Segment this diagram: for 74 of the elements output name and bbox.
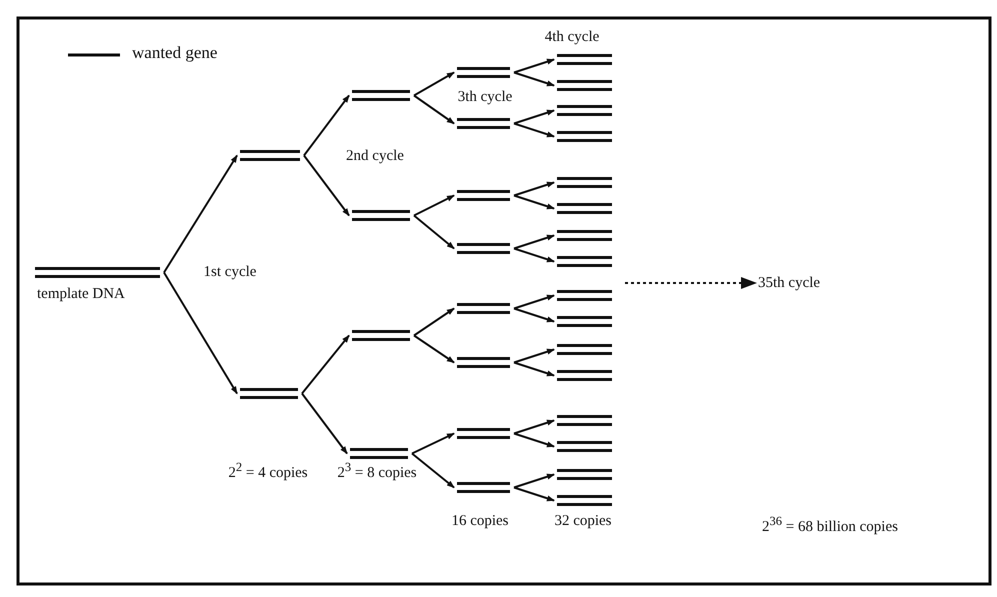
- dna-double-strand: [457, 303, 510, 314]
- arrow: [514, 474, 555, 488]
- arrow: [301, 334, 350, 394]
- cycle-label: 2nd cycle: [345, 147, 405, 166]
- dna-double-strand: [350, 448, 408, 459]
- cycle-label: 1st cycle: [202, 263, 258, 282]
- dna-double-strand: [557, 105, 612, 116]
- arrow: [514, 194, 555, 210]
- dashed-arrow: [625, 277, 757, 289]
- copies-label: 2$^{3}$ = 8 copies: [337, 459, 417, 483]
- arrow: [514, 110, 555, 124]
- arrow: [514, 294, 555, 310]
- legend-text: wanted gene: [132, 44, 218, 62]
- dna-double-strand: [557, 54, 612, 65]
- arrow: [413, 214, 455, 250]
- dna-double-strand: [457, 357, 510, 368]
- arrow: [303, 154, 350, 216]
- dna-double-strand: [457, 190, 510, 201]
- dna-double-strand: [352, 90, 410, 101]
- arrow: [514, 432, 555, 448]
- node-caption: template DNA: [37, 285, 125, 303]
- dna-double-strand: [557, 415, 612, 426]
- arrow: [414, 72, 455, 96]
- arrow: [411, 452, 455, 488]
- arrow: [514, 420, 555, 434]
- dna-double-strand: [557, 495, 612, 506]
- arrow: [514, 308, 555, 322]
- arrow: [514, 348, 555, 364]
- cycle-label: 4th cycle: [544, 28, 600, 47]
- dna-double-strand: [457, 428, 510, 439]
- copies-label: 2$^{2}$ = 4 copies: [228, 459, 308, 483]
- dna-double-strand: [557, 441, 612, 452]
- dna-double-strand: [240, 388, 298, 399]
- dna-double-strand: [557, 344, 612, 355]
- dna-double-strand: [557, 256, 612, 267]
- dna-double-strand: [557, 80, 612, 91]
- dna-double-strand: [35, 267, 160, 278]
- arrow: [514, 182, 555, 196]
- copies-label: 2$^{36}$ = 68 billion copies: [761, 513, 899, 537]
- copies-label: 32 copies: [553, 512, 613, 531]
- arrow: [303, 94, 350, 156]
- arrow: [514, 122, 555, 138]
- dna-double-strand: [557, 316, 612, 327]
- cycle-label: 35th cycle: [758, 274, 868, 292]
- dna-double-strand: [557, 370, 612, 381]
- dna-double-strand: [457, 118, 510, 129]
- arrow: [514, 234, 555, 250]
- cycle-label: 3th cycle: [456, 88, 514, 107]
- dna-double-strand: [557, 230, 612, 241]
- arrow: [301, 392, 348, 454]
- arrow: [413, 334, 455, 364]
- arrow: [514, 248, 555, 262]
- dna-double-strand: [557, 469, 612, 480]
- dna-double-strand: [352, 330, 410, 341]
- arrow: [414, 194, 455, 216]
- dna-double-strand: [457, 67, 510, 78]
- copies-label: 16 copies: [450, 512, 510, 531]
- arrow: [413, 94, 455, 124]
- arrow: [163, 154, 238, 274]
- dna-double-strand: [557, 131, 612, 142]
- arrow: [163, 272, 238, 394]
- dna-double-strand: [352, 210, 410, 221]
- arrow: [514, 72, 555, 86]
- arrow: [514, 486, 555, 502]
- arrow: [514, 58, 555, 74]
- arrow: [413, 308, 455, 336]
- dna-double-strand: [557, 203, 612, 214]
- dna-double-strand: [557, 290, 612, 301]
- arrow: [412, 432, 455, 454]
- dna-double-strand: [457, 243, 510, 254]
- dna-double-strand: [557, 177, 612, 188]
- arrow: [514, 362, 555, 376]
- dna-double-strand: [240, 150, 300, 161]
- dna-double-strand: [457, 482, 510, 493]
